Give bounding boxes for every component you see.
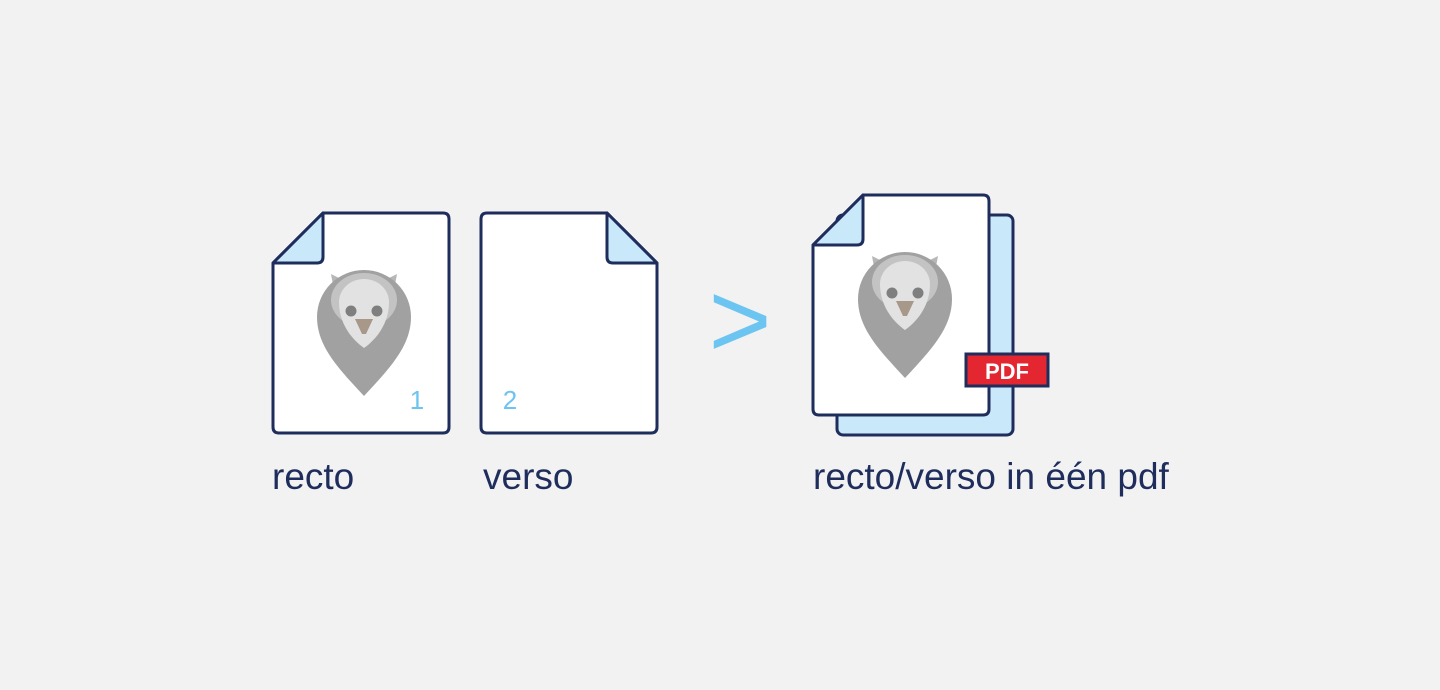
verso-page-fold: [605, 211, 659, 265]
recto-page: 1: [271, 211, 451, 435]
verso-page-number: 2: [503, 385, 517, 415]
verso-label: verso: [483, 456, 574, 497]
pdf-badge-icon: PDF: [964, 352, 1050, 388]
merged-page-fold: [811, 193, 865, 247]
recto-page-number: 1: [410, 385, 424, 415]
merged-pdf-stack: PDF: [811, 193, 1050, 437]
verso-page: 2: [479, 211, 659, 435]
merge-operator-icon: >: [708, 259, 771, 380]
recto-label: recto: [272, 456, 355, 497]
merged-label: recto/verso in één pdf: [813, 456, 1169, 497]
recto-page-fold: [271, 211, 325, 265]
pdf-badge-text: PDF: [985, 359, 1029, 384]
